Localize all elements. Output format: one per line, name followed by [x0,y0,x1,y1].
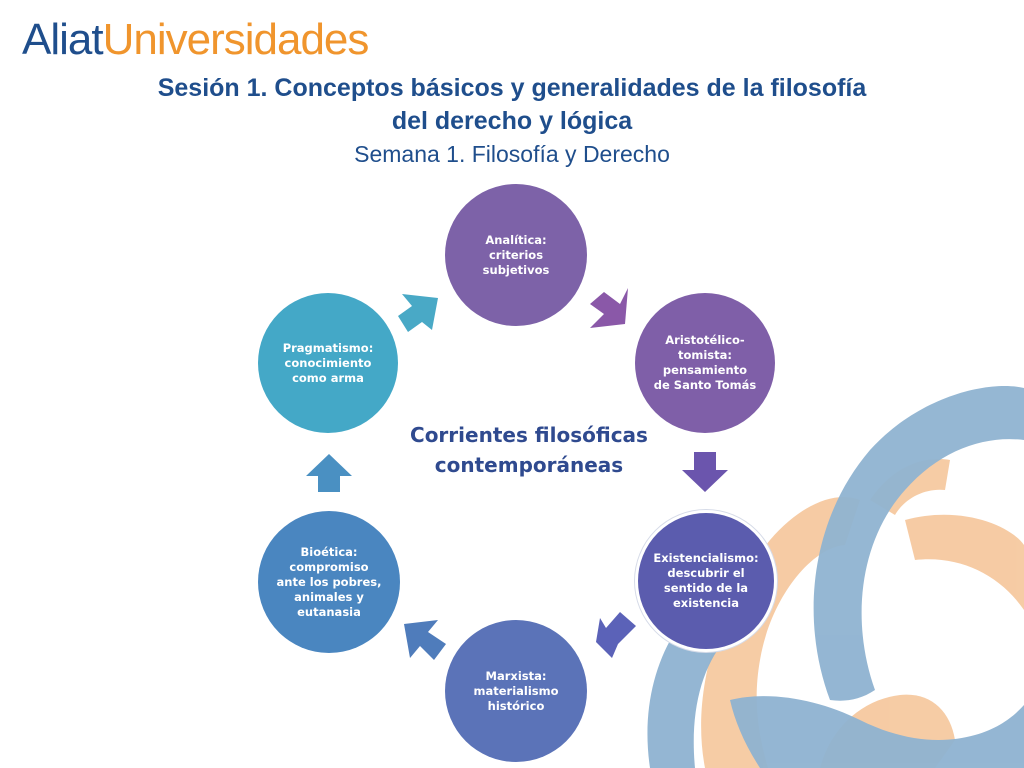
node-pragmatismo-label: Pragmatismo: conocimiento como arma [282,340,374,385]
node-existencialismo-label: Existencialismo: descubrir el sentido de… [653,551,759,610]
node-bioetica: Bioética: compromiso ante los pobres, an… [258,511,400,653]
node-existencialismo: Existencialismo: descubrir el sentido de… [635,510,777,652]
diagram-center-title: Corrientes filosóficas contemporáneas [410,423,648,477]
node-analitica-label: Analítica: criterios subjetivos [482,232,550,277]
node-marxista-label: Marxista: materialismo histórico [473,668,559,713]
arrow-pragmatismo-to-analitica [398,294,438,332]
arrow-bioetica-to-pragmatismo [306,454,352,492]
page-title: Sesión 1. Conceptos básicos y generalida… [157,74,867,135]
node-pragmatismo: Pragmatismo: conocimiento como arma [258,293,398,433]
arrow-analitica-to-aristotelico [590,288,628,328]
node-marxista: Marxista: materialismo histórico [445,620,587,762]
arrow-existencialismo-to-marxista [596,612,636,658]
node-aristotelico-tomista: Aristotélico- tomista: pensamiento de Sa… [635,293,775,433]
page-subtitle: Semana 1. Filosofía y Derecho [354,141,670,167]
node-analitica: Analítica: criterios subjetivos [445,184,587,326]
logo-text-universidades: Universidades [102,15,370,64]
node-bioetica-label: Bioética: compromiso ante los pobres, an… [276,544,382,619]
logo-text-aliat: Aliat [22,15,104,64]
node-aristotelico-tomista-label: Aristotélico- tomista: pensamiento de Sa… [653,333,757,392]
arrow-marxista-to-bioetica [404,620,446,660]
aliat-logo: AliatUniversidades [22,15,370,64]
arrow-aristotelico-to-existencialismo [682,452,728,492]
